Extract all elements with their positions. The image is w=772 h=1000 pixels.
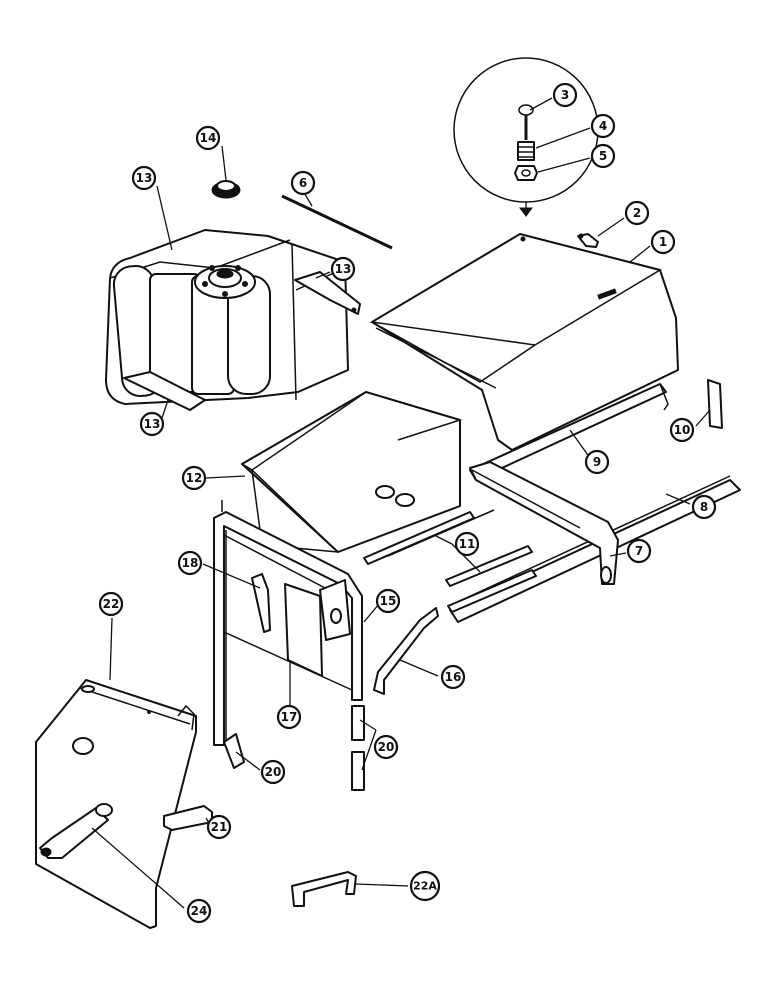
frame-part-16 bbox=[213, 500, 363, 746]
panel-part-23 bbox=[35, 679, 197, 929]
bracket-part-7 bbox=[469, 461, 619, 585]
callout-5-label: 5 bbox=[599, 149, 607, 163]
nut-part-5 bbox=[514, 165, 538, 181]
callout-7-label: 7 bbox=[635, 544, 643, 558]
strips-part-11 bbox=[363, 509, 537, 613]
callout-20: 20 bbox=[373, 734, 399, 760]
callout-8-label: 8 bbox=[700, 500, 708, 514]
callout-6: 6 bbox=[290, 170, 316, 196]
callout-19-label: 18 bbox=[182, 556, 199, 570]
callout-15-label: 14 bbox=[200, 131, 217, 145]
callout-12-label: 12 bbox=[186, 471, 203, 485]
callout-9-label: 9 bbox=[593, 455, 601, 469]
callout-13-lower-label: 13 bbox=[144, 417, 161, 431]
callout-22a-label: 22A bbox=[413, 880, 437, 893]
callout-1-label: 1 bbox=[659, 235, 667, 249]
bracket-part-13-lower bbox=[123, 371, 206, 411]
callout-9: 9 bbox=[584, 449, 610, 475]
callout-1: 1 bbox=[650, 229, 676, 255]
clip-part-2 bbox=[577, 233, 599, 248]
bracket-part-22a bbox=[291, 871, 357, 907]
bracket-part-13-upper bbox=[294, 271, 361, 315]
fuel-cap-part-15 bbox=[211, 180, 241, 199]
tray-part-12 bbox=[241, 391, 463, 553]
callout-22a: 22A bbox=[409, 870, 441, 902]
callout-21: 20 bbox=[260, 759, 286, 785]
bracket-part-19 bbox=[251, 573, 271, 633]
brace-part-17 bbox=[373, 607, 439, 695]
callout-7: 7 bbox=[626, 538, 652, 564]
callout-6-label: 6 bbox=[299, 176, 307, 190]
callout-18-label: 17 bbox=[281, 710, 298, 724]
fuel-tank-part-14 bbox=[105, 229, 349, 405]
callout-2: 2 bbox=[624, 200, 650, 226]
callout-13-lower: 13 bbox=[139, 411, 165, 437]
callout-14: 13 bbox=[131, 165, 157, 191]
callout-22: 21 bbox=[206, 814, 232, 840]
callout-19: 18 bbox=[177, 550, 203, 576]
strap-part-6 bbox=[281, 194, 393, 250]
callout-8: 8 bbox=[691, 494, 717, 520]
callout-11: 11 bbox=[454, 531, 480, 557]
callout-21-label: 20 bbox=[265, 765, 282, 779]
callout-17-label: 16 bbox=[445, 670, 462, 684]
spring-part-4 bbox=[517, 141, 535, 161]
callout-16-label: 15 bbox=[380, 594, 397, 608]
callout-23: 22 bbox=[98, 591, 124, 617]
callout-20-label: 20 bbox=[378, 740, 395, 754]
callout-11-label: 11 bbox=[459, 537, 476, 551]
bracket-part-21 bbox=[223, 733, 245, 769]
leader-lines bbox=[91, 97, 711, 909]
callout-10-label: 10 bbox=[674, 423, 691, 437]
callout-18: 17 bbox=[276, 704, 302, 730]
callout-2-label: 2 bbox=[633, 206, 641, 220]
callout-13-upper: 13 bbox=[330, 256, 356, 282]
callout-4: 4 bbox=[590, 113, 616, 139]
callout-24-label: 24 bbox=[191, 904, 208, 918]
callout-10: 10 bbox=[669, 417, 695, 443]
callout-3-label: 3 bbox=[561, 88, 569, 102]
hood-cover-part-1 bbox=[369, 233, 679, 451]
callout-24: 24 bbox=[186, 898, 212, 924]
callout-5: 5 bbox=[590, 143, 616, 169]
callout-13-upper-label: 13 bbox=[335, 262, 352, 276]
callout-23-label: 22 bbox=[103, 597, 120, 611]
plate-part-18 bbox=[284, 583, 323, 677]
callout-12: 12 bbox=[181, 465, 207, 491]
callout-16: 15 bbox=[375, 588, 401, 614]
callout-14-label: 13 bbox=[136, 171, 153, 185]
callout-22-label: 21 bbox=[211, 820, 228, 834]
bracket-part-10 bbox=[707, 379, 723, 429]
callout-17: 16 bbox=[440, 664, 466, 690]
callout-15: 14 bbox=[195, 125, 221, 151]
eye-bolt-part-3 bbox=[518, 104, 534, 140]
plates-part-20 bbox=[351, 705, 365, 791]
callout-3: 3 bbox=[552, 82, 578, 108]
bracket-part-24 bbox=[39, 803, 113, 859]
callout-4-label: 4 bbox=[599, 119, 607, 133]
